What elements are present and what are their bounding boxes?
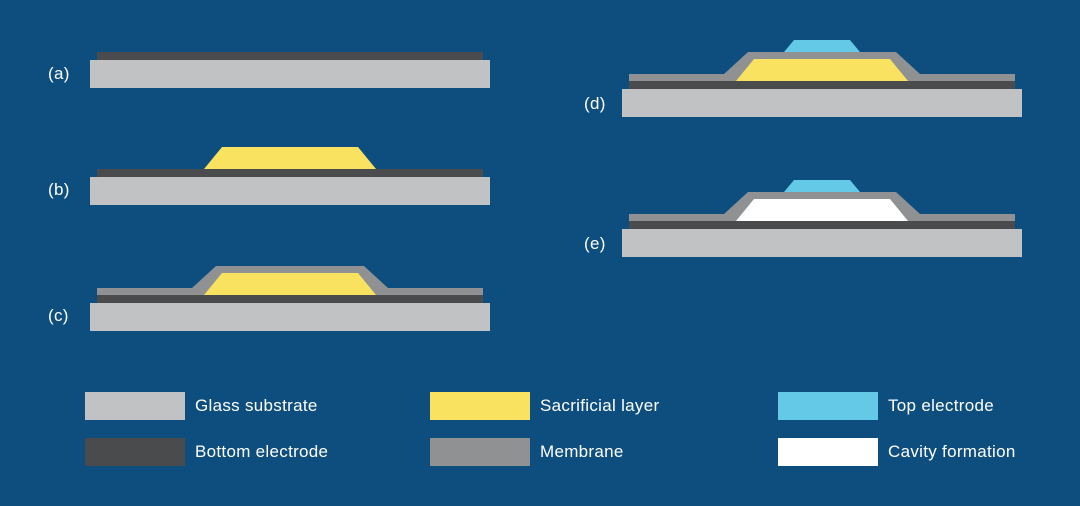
glass-substrate-swatch bbox=[85, 392, 185, 420]
bottom-electrode-layer bbox=[97, 52, 483, 60]
glass-substrate-layer bbox=[90, 177, 490, 205]
bottom-electrode-layer bbox=[97, 295, 483, 303]
glass-substrate-layer bbox=[622, 229, 1022, 257]
bottom-electrode-swatch bbox=[85, 438, 185, 466]
legend-item-membrane: Membrane bbox=[430, 438, 624, 466]
sacrificial-layer-shape bbox=[736, 59, 908, 81]
cavity-formation-swatch bbox=[778, 438, 878, 466]
cavity-formation-shape bbox=[736, 199, 908, 221]
top-electrode-shape bbox=[784, 40, 860, 52]
legend-label-top-electrode: Top electrode bbox=[888, 396, 994, 415]
legend-item-sacrificial-layer: Sacrificial layer bbox=[430, 392, 659, 420]
step-b-diagram bbox=[90, 147, 490, 205]
legend-label-membrane: Membrane bbox=[540, 442, 624, 461]
step-c-diagram bbox=[90, 266, 490, 331]
legend-label-bottom-electrode: Bottom electrode bbox=[195, 442, 329, 461]
top-electrode-shape bbox=[784, 180, 860, 192]
legend-label-cavity-formation: Cavity formation bbox=[888, 442, 1016, 461]
sacrificial-layer-shape bbox=[204, 147, 376, 169]
sacrificial-layer-shape bbox=[204, 273, 376, 295]
bottom-electrode-layer bbox=[629, 221, 1015, 229]
step-label-e: (e) bbox=[584, 234, 606, 253]
step-label-b: (b) bbox=[48, 180, 70, 199]
sacrificial-layer-swatch bbox=[430, 392, 530, 420]
legend-label-sacrificial-layer: Sacrificial layer bbox=[540, 396, 660, 415]
step-label-c: (c) bbox=[48, 306, 69, 325]
glass-substrate-layer bbox=[90, 303, 490, 331]
bottom-electrode-layer bbox=[629, 81, 1015, 89]
legend-label-glass-substrate: Glass substrate bbox=[195, 396, 318, 415]
step-a-diagram bbox=[90, 52, 490, 88]
glass-substrate-layer bbox=[90, 60, 490, 88]
glass-substrate-layer bbox=[622, 89, 1022, 117]
legend-item-top-electrode: Top electrode bbox=[778, 392, 994, 420]
legend-item-bottom-electrode: Bottom electrode bbox=[85, 438, 328, 466]
legend-item-cavity-formation: Cavity formation bbox=[778, 438, 1016, 466]
step-label-a: (a) bbox=[48, 64, 70, 83]
membrane-swatch bbox=[430, 438, 530, 466]
legend-item-glass-substrate: Glass substrate bbox=[85, 392, 318, 420]
step-e-diagram bbox=[622, 180, 1022, 257]
step-label-d: (d) bbox=[584, 94, 606, 113]
bottom-electrode-layer bbox=[97, 169, 483, 177]
top-electrode-swatch bbox=[778, 392, 878, 420]
step-d-diagram bbox=[622, 40, 1022, 117]
